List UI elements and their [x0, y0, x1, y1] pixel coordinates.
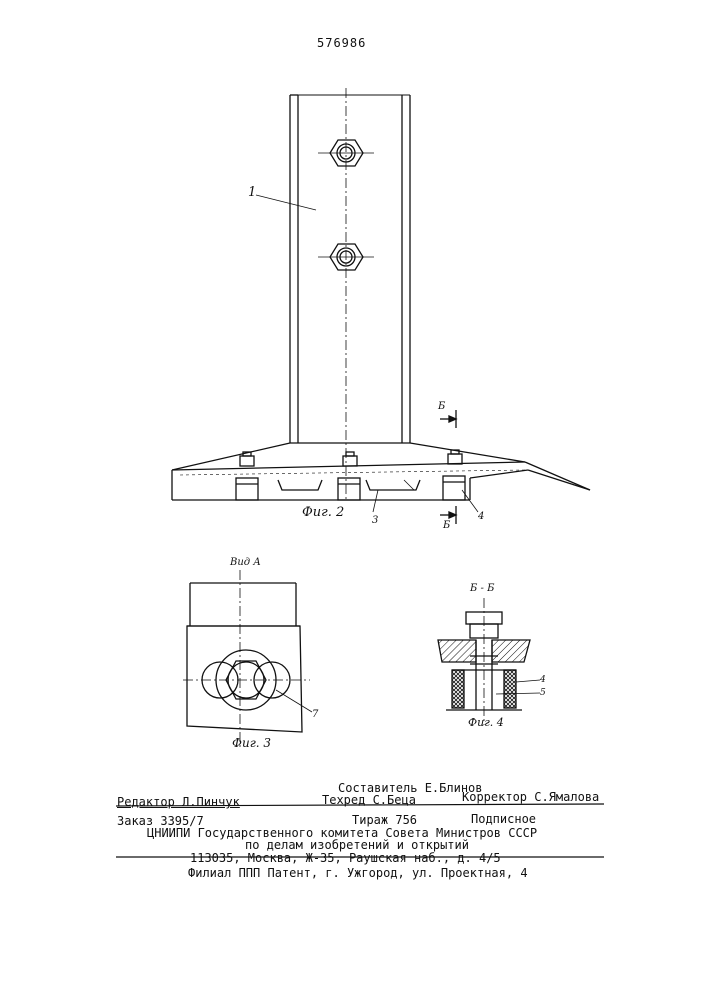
fig3-drawing	[183, 570, 312, 748]
fig4-section-title: Б - Б	[470, 582, 494, 596]
fig2-label-3: 3	[372, 514, 378, 528]
fig2-drawing	[172, 88, 590, 524]
fig2-label-4: 4	[478, 510, 484, 524]
fig4-label-5: 5	[540, 686, 546, 700]
imprint-address: 113035, Москва, Ж-35, Раушская наб., д. …	[190, 851, 501, 865]
fig3-view-title: Вид А	[230, 556, 261, 570]
fig2-section-label-top: Б	[438, 400, 445, 414]
imprint-editor: Редактор Л.Пинчук	[117, 795, 240, 809]
fig4-caption: Фиг. 4	[468, 716, 504, 730]
fig2-section-label-bottom: Б	[443, 519, 450, 533]
imprint-corrector: Корректор С.Ямалова	[462, 790, 599, 804]
imprint-subscription: Подписное	[471, 812, 536, 826]
imprint-branch: Филиал ППП Патент, г. Ужгород, ул. Проек…	[188, 866, 528, 880]
imprint-org-line2: по делам изобретений и открытий	[245, 838, 469, 852]
fig4-label-4: 4	[540, 673, 546, 687]
fig3-label-7: 7	[312, 708, 318, 722]
imprint-circulation: Тираж 756	[352, 813, 417, 827]
fig2-caption: Фиг. 2	[302, 506, 344, 520]
fig4-drawing	[438, 598, 540, 725]
fig2-label-1: 1	[248, 186, 256, 200]
fig3-caption: Фиг. 3	[232, 736, 271, 750]
imprint-techred: Техред С.Беца	[322, 793, 416, 807]
